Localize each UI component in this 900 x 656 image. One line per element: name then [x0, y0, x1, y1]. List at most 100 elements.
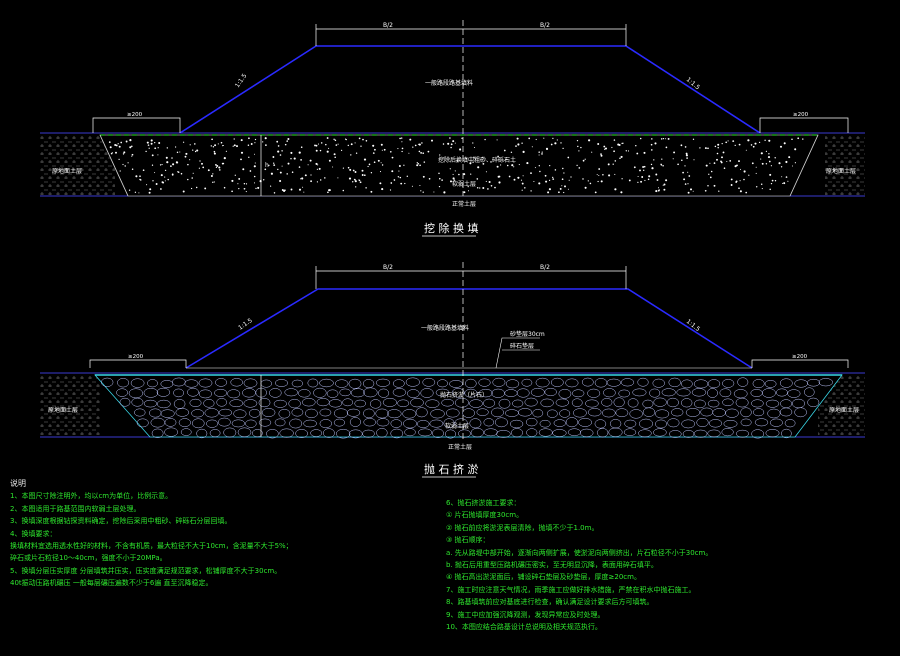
- fill-dot: [180, 172, 183, 175]
- fill-dot: [636, 152, 639, 155]
- stone: [101, 377, 114, 387]
- fill-dot: [172, 163, 175, 166]
- stone: [696, 417, 709, 428]
- fill-dot: [233, 138, 235, 140]
- fill-dot: [515, 145, 517, 147]
- fill-dot: [439, 154, 441, 156]
- stone: [676, 388, 691, 397]
- fill-dot: [374, 148, 376, 151]
- fill-dot: [680, 144, 683, 147]
- fill-dot: [303, 191, 305, 193]
- fill-dot: [231, 179, 234, 182]
- fill-dot: [337, 143, 339, 145]
- stone: [156, 387, 171, 397]
- fill-dot: [310, 180, 312, 183]
- fill-dot: [253, 182, 256, 184]
- stone: [349, 417, 361, 427]
- berm-left-label-2: ≥200: [128, 354, 144, 360]
- stone: [231, 419, 245, 428]
- bottom-section-title: 抛 石 挤 淤: [424, 462, 479, 476]
- fill-dot: [315, 162, 318, 165]
- notes-right-line: 10、本图应结合路基设计总说明及相关规范执行。: [446, 623, 602, 632]
- ground-hatch-left-2: [40, 375, 100, 435]
- fill-dot: [334, 156, 336, 158]
- stone: [594, 419, 607, 429]
- fill-dot: [613, 139, 616, 141]
- fill-dot: [453, 179, 456, 181]
- fill-dot: [138, 192, 140, 194]
- fill-dot: [403, 164, 405, 166]
- stone: [721, 428, 734, 437]
- fill-dot: [273, 192, 276, 194]
- fill-dot: [713, 162, 716, 164]
- notes-left-line: 碎石或片石粒径10～40cm，强度不小于20MPa。: [10, 554, 167, 563]
- fill-dot: [619, 157, 621, 160]
- stone: [505, 379, 520, 389]
- leader-1-label: 砂垫层30cm: [510, 330, 545, 338]
- fill-dot: [190, 187, 193, 190]
- fill-dot: [171, 173, 174, 176]
- stone: [478, 378, 491, 387]
- fill-dot: [584, 186, 587, 189]
- fill-dot: [597, 180, 599, 183]
- fill-dot: [689, 188, 693, 191]
- stone: [350, 388, 365, 398]
- notes-right-line: 8、路基填筑前应对基底进行检查，确认满足设计要求后方可填筑。: [446, 598, 654, 607]
- fill-dot: [539, 170, 541, 173]
- fill-dot: [129, 146, 132, 149]
- fill-dot: [236, 145, 238, 148]
- stone: [243, 378, 258, 388]
- fill-dot: [779, 145, 783, 148]
- fill-dot: [215, 164, 217, 166]
- fill-dot: [418, 150, 421, 153]
- fill-dot: [620, 191, 623, 194]
- fill-dot: [765, 150, 767, 152]
- fill-dot: [686, 157, 688, 159]
- fill-dot: [494, 186, 496, 189]
- stone: [443, 418, 455, 429]
- fill-dot: [358, 179, 360, 181]
- fill-dot: [643, 169, 645, 171]
- stone: [342, 398, 354, 407]
- fill-dot: [787, 180, 789, 182]
- fill-dot: [349, 168, 352, 171]
- stone: [719, 388, 732, 398]
- fill-dot: [517, 143, 520, 146]
- fill-dot: [769, 173, 772, 176]
- fill-dot: [254, 138, 257, 141]
- notes-right-line: ③ 抛石顺序：: [446, 536, 490, 545]
- fill-dot: [334, 139, 337, 142]
- fill-dot: [564, 185, 566, 188]
- fill-dot: [354, 142, 356, 144]
- dim-half-left: B/2: [383, 22, 393, 29]
- stone: [333, 408, 349, 419]
- fill-dot: [194, 150, 197, 153]
- fill-dot: [129, 139, 132, 142]
- stone: [454, 418, 468, 428]
- fill-dot: [650, 163, 653, 166]
- fill-dot: [320, 179, 322, 181]
- stone: [740, 418, 752, 427]
- fill-dot: [179, 151, 181, 153]
- dim-half-right: B/2: [540, 22, 550, 29]
- fill-dot: [254, 162, 256, 164]
- stone: [227, 389, 241, 399]
- fill-dot: [482, 162, 485, 165]
- notes-left-line: 4、换填要求：: [10, 529, 57, 538]
- fill-dot: [640, 180, 643, 183]
- fill-dot: [447, 142, 450, 145]
- stone: [295, 429, 308, 438]
- fill-dot: [124, 165, 126, 167]
- fill-dot: [767, 156, 771, 159]
- fill-dot: [718, 190, 720, 192]
- fill-dot: [726, 160, 728, 163]
- fill-dot: [727, 140, 729, 142]
- stone: [666, 397, 679, 408]
- fill-dot: [218, 166, 221, 169]
- fill-dot: [359, 181, 362, 184]
- fill-dot: [578, 167, 581, 169]
- fill-dot: [152, 180, 154, 182]
- fill-dot: [131, 145, 133, 148]
- fill-dot: [337, 177, 339, 179]
